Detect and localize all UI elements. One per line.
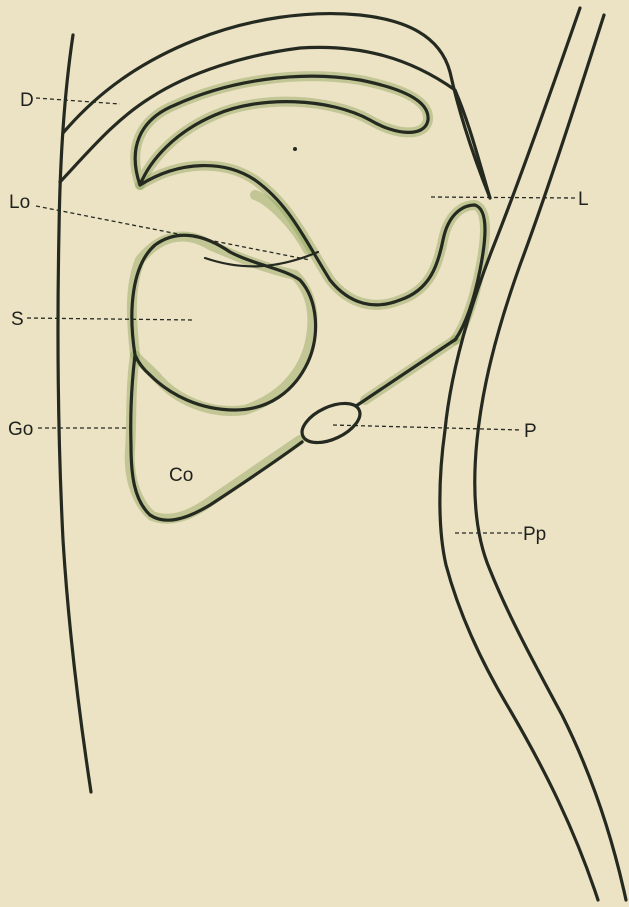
label-L: L [578, 189, 589, 210]
small-oval-body [296, 395, 366, 450]
diagonal-wall [356, 339, 456, 406]
label-P: P [524, 421, 537, 442]
label-Lo: Lo [9, 192, 30, 213]
leader-D [36, 98, 120, 104]
leader-L [431, 197, 575, 198]
leader-P [333, 425, 522, 430]
small-dot [293, 147, 297, 151]
right-inner-wall [440, 8, 598, 900]
label-S: S [11, 309, 24, 330]
label-Pp: Pp [523, 524, 546, 545]
left-body-wall [58, 35, 91, 792]
label-Go: Go [8, 419, 33, 440]
right-outer-wall [475, 15, 626, 900]
leader-lines [27, 98, 575, 533]
label-Co: Co [169, 465, 193, 486]
label-D: D [20, 90, 34, 111]
cavity-shading [130, 76, 485, 519]
leader-S [27, 318, 193, 320]
